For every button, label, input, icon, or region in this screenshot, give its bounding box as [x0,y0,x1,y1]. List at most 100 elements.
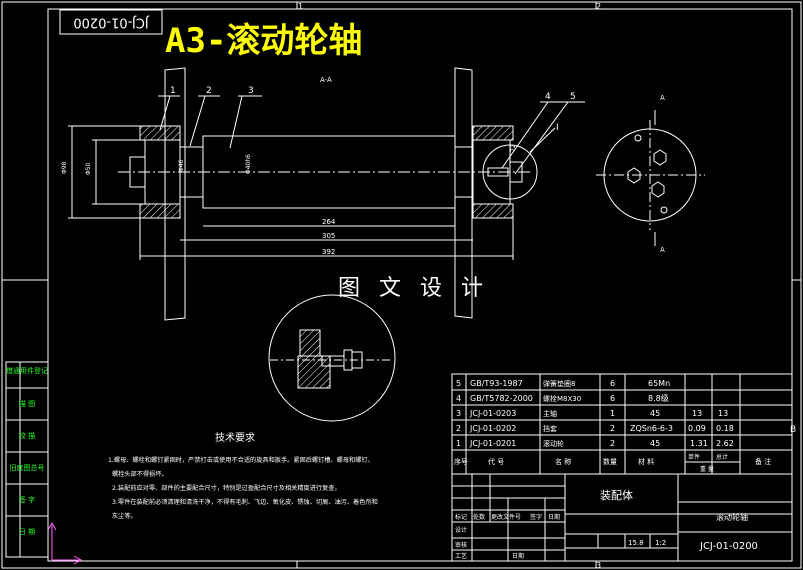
balloon-1: 1 [170,86,176,96]
svg-text:1: 1 [610,409,615,418]
svg-text:0.09: 0.09 [688,424,706,433]
dim-d46: Φ46 [178,159,185,172]
svg-text:6: 6 [610,379,615,388]
section-arrow-a-bottom: A [660,246,665,254]
svg-text:2: 2 [456,424,461,433]
dim-305: 305 [322,232,335,240]
svg-text:65Mn: 65Mn [648,379,670,388]
watermark-text: 图 文 设 计 [338,276,489,301]
svg-text:代 号: 代 号 [488,457,504,466]
strip-label-4: 旧底图总号 [10,463,45,472]
svg-text:总计: 总计 [716,453,728,461]
tech-title: 技术要求 [215,431,255,444]
strip-label-6: 日 期 [19,528,35,536]
assembly-label: 装配体 [600,488,633,502]
dim-72: 72 [510,144,517,152]
svg-text:5: 5 [456,379,461,388]
svg-text:ZQSn6-6-3: ZQSn6-6-3 [630,424,673,433]
drawing-code-top: JCJ-01-0200 [73,15,149,30]
svg-text:0.18: 0.18 [716,424,734,433]
strip-label-1: 借通用件登记 [6,366,48,375]
svg-text:1: 1 [456,439,461,448]
svg-text:主轴: 主轴 [543,409,557,418]
svg-text:审核: 审核 [455,541,467,549]
bom-row: 2 JCJ-01-0202 挡套 2 ZQSn6-6-3 0.09 0.18 [456,424,734,433]
balloon-3: 3 [248,86,254,96]
drawing-code-box-top: JCJ-01-0200 [59,9,163,35]
svg-text:45: 45 [650,439,660,448]
tech-line-2: 螺栓头部不得损坏。 [112,470,168,478]
svg-text:6: 6 [610,394,615,403]
bom-table [451,373,793,475]
svg-text:日期: 日期 [548,513,560,521]
svg-text:JCJ-01-0203: JCJ-01-0203 [469,409,516,418]
dim-d40: Φ40h6 [245,154,252,174]
dim-264: 264 [322,218,336,226]
grid-number-3: 3 [596,561,601,570]
svg-text:1.31: 1.31 [690,439,708,448]
svg-text:2: 2 [610,424,615,433]
bom-row: 1 JCJ-01-0201 滚动轮 2 45 1.31 2.62 [456,439,734,448]
tech-line-3: 2.装配前应对零、部件的主要配合尺寸，特别是过盈配合尺寸及相关精度进行复查。 [112,484,341,492]
dim-d98: Φ98 [61,161,68,174]
tech-line-4: 3.零件在装配前必须清理和清洗干净，不得有毛刺、飞边、氧化皮、锈蚀、切屑、油污、… [112,498,378,506]
mass-value: 15.8 [628,539,644,547]
svg-text:处数: 处数 [473,513,485,521]
section-arrow-a-top: A [660,94,665,102]
svg-text:标记: 标记 [455,513,467,521]
main-section-view: I Φ98 Φ50 Φ46 Φ40h6 72 264 305 392 1 2 3 [61,67,665,321]
svg-text:设计: 设计 [455,526,467,534]
drawing-code: JCJ-01-0200 [699,541,758,552]
bom-row: 3 JCJ-01-0203 主轴 1 45 13 13 [456,409,728,418]
scale-value: 1:2 [655,539,666,547]
part-name: 滚动轮轴 [716,512,748,522]
drawing-title: A3-滚动轮轴 [165,21,362,61]
svg-text:名 称: 名 称 [555,457,571,466]
balloon-4: 4 [545,92,551,102]
svg-text:重 量: 重 量 [700,465,714,473]
svg-text:13: 13 [718,409,728,418]
tech-line-5: 灰尘等。 [112,512,137,520]
grid-number-2: 2 [596,2,601,11]
strip-label-5: 签 字 [19,495,35,504]
strip-label-2: 描 图 [19,399,35,408]
svg-text:备 注: 备 注 [755,457,771,466]
dim-392: 392 [322,248,335,256]
grid-number-1: 1 [298,2,303,11]
bom-header-row: 序号 代 号 名 称 数量 材 料 单件 总计 重 量 备 注 [454,453,771,473]
svg-text:45: 45 [650,409,660,418]
svg-text:13: 13 [692,409,702,418]
left-revision-strip: 借通用件登记 描 图 校 描 旧底图总号 签 字 日 期 [5,361,49,558]
svg-text:单件: 单件 [688,453,700,461]
side-view [596,120,705,230]
svg-text:螺栓M8X30: 螺栓M8X30 [543,394,581,403]
svg-text:8.8级: 8.8级 [648,393,669,403]
section-label: A-A [320,76,332,84]
svg-text:3: 3 [456,409,461,418]
svg-text:序号: 序号 [454,457,468,466]
balloon-2: 2 [206,86,212,96]
balloon-5: 5 [570,92,576,102]
bom-rows: 5 GB/T93-1987 弹簧垫圈8 6 65Mn 4 GB/T5782-20… [454,379,771,473]
bom-row: 5 GB/T93-1987 弹簧垫圈8 6 65Mn [456,379,670,388]
svg-text:GB/T5782-2000: GB/T5782-2000 [470,394,533,403]
svg-text:挡套: 挡套 [543,424,557,433]
detail-view [268,294,396,422]
svg-text:签字: 签字 [530,513,542,521]
svg-text:材 料: 材 料 [638,457,654,466]
svg-text:GB/T93-1987: GB/T93-1987 [470,379,523,388]
inner-border [47,8,793,562]
strip-label-3: 校 描 [19,431,35,440]
svg-text:4: 4 [456,394,461,403]
svg-text:数量: 数量 [603,457,617,466]
tech-line-1: 1.螺母、螺栓和螺钉紧固时，严禁打击或使用不合适的旋具和扳手。紧固后螺钉槽、螺母… [108,456,374,464]
svg-text:2.62: 2.62 [716,439,734,448]
svg-text:日期: 日期 [512,552,524,560]
svg-text:弹簧垫圈8: 弹簧垫圈8 [543,379,575,388]
grid-letter-b: B [790,425,796,435]
detail-label: I [556,123,559,133]
svg-text:JCJ-01-0202: JCJ-01-0202 [469,424,516,433]
